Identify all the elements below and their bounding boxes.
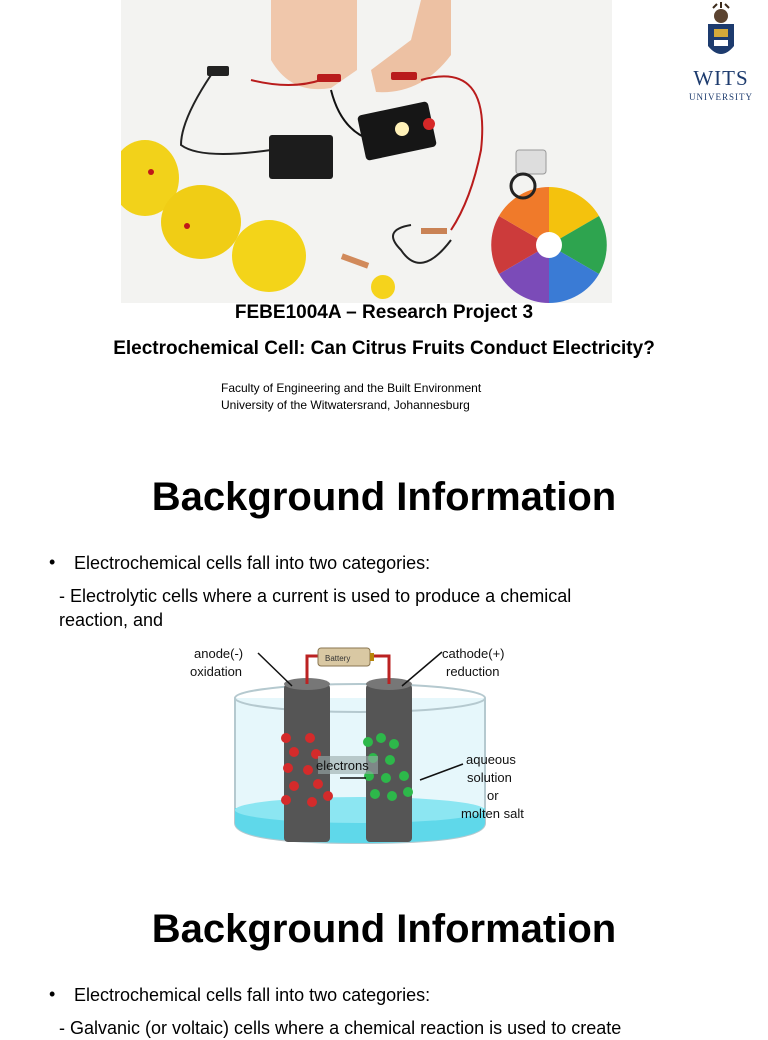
solution-label-1: aqueous	[466, 752, 516, 767]
anode-label: anode(-)	[194, 646, 243, 661]
lemon	[121, 140, 179, 216]
solution-label-3: or	[487, 788, 499, 803]
anode-electrode	[284, 684, 330, 842]
solution-arrow	[419, 763, 464, 781]
university-line: University of the Witwatersrand, Johanne…	[221, 398, 470, 412]
project-title: Electrochemical Cell: Can Citrus Fruits …	[113, 338, 655, 359]
slide-heading: Background Information	[151, 907, 617, 951]
wits-logo	[680, 2, 762, 104]
title-slide: WITS UNIVERSITY FEBE1004A – Research Pro…	[0, 0, 768, 432]
sub-line-2: reaction, and	[59, 610, 164, 630]
partial-line: - Galvanic (or voltaic) cells where a ch…	[59, 1018, 622, 1038]
right-hand	[371, 0, 451, 93]
solution-label-4: molten salt	[461, 806, 524, 821]
cathode-arrow	[401, 651, 443, 687]
background-slide: Background Information • Electrochemical…	[0, 432, 768, 864]
colour-wheel	[491, 187, 607, 303]
electrons-label: electrons	[316, 758, 369, 773]
lemon	[161, 185, 241, 259]
course-code: FEBE1004A – Research Project 3	[234, 302, 534, 323]
bullet-text: Electrochemical cells fall into two cate…	[74, 985, 431, 1005]
bullet-dot: •	[49, 984, 56, 1004]
crest-icon	[708, 2, 734, 54]
lemon-circuit-photo	[121, 0, 612, 303]
anode-arrow	[257, 652, 293, 687]
electrolytic-cell-diagram: Battery electrons anode(-) oxidation cat…	[190, 646, 524, 845]
bullet-dot: •	[49, 552, 56, 572]
sub-line-1: - Electrolytic cells where a current is …	[59, 586, 572, 606]
left-hand	[271, 0, 357, 90]
lemon	[232, 220, 306, 292]
oxidation-label: oxidation	[190, 664, 242, 679]
slide-heading: Background Information	[151, 475, 617, 519]
affiliation: Faculty of Engineering and the Built Env…	[221, 380, 481, 414]
photo-illustration	[121, 0, 612, 303]
faculty-line: Faculty of Engineering and the Built Env…	[221, 381, 482, 395]
battery-box	[269, 135, 333, 179]
battery-label: Battery	[325, 654, 350, 663]
bullet-text: Electrochemical cells fall into two cate…	[74, 553, 431, 573]
cathode-label: cathode(+)	[442, 646, 505, 661]
solution-label-2: solution	[467, 770, 512, 785]
logo-name: WITS	[693, 66, 749, 90]
logo-subtitle: UNIVERSITY	[689, 92, 753, 102]
background-slide-2: Background Information • Electrochemical…	[0, 864, 768, 1038]
reduction-label: reduction	[446, 664, 499, 679]
